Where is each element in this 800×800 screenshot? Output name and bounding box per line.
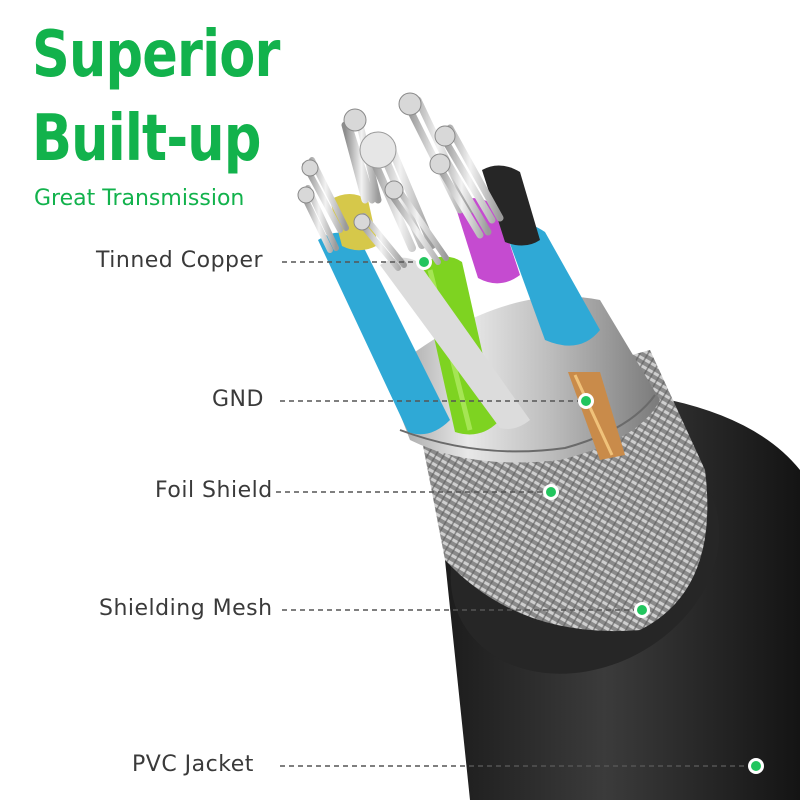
- wire-black: [482, 165, 540, 246]
- title-line-2: Built-up: [32, 102, 261, 176]
- callout-label-pvc-jacket: PVC Jacket: [132, 752, 254, 777]
- marker-tinned-copper: [416, 254, 432, 270]
- callout-label-foil-shield: Foil Shield: [155, 478, 273, 503]
- callout-label-shielding-mesh: Shielding Mesh: [99, 596, 273, 621]
- subtitle: Great Transmission: [34, 186, 245, 211]
- wire-blue-left: [318, 232, 450, 435]
- copper-strands: [297, 92, 504, 271]
- marker-pvc-jacket: [748, 758, 764, 774]
- leader-lines: [276, 261, 750, 767]
- title-line-1: Superior: [32, 18, 280, 92]
- wire-white: [380, 257, 530, 429]
- wire-blue-right: [505, 222, 600, 346]
- callout-label-gnd: GND: [212, 387, 264, 412]
- callout-label-tinned-copper: Tinned Copper: [96, 248, 264, 273]
- callout-markers: [416, 254, 764, 774]
- marker-shielding-mesh: [634, 602, 650, 618]
- marker-foil-shield: [543, 484, 559, 500]
- marker-gnd: [578, 393, 594, 409]
